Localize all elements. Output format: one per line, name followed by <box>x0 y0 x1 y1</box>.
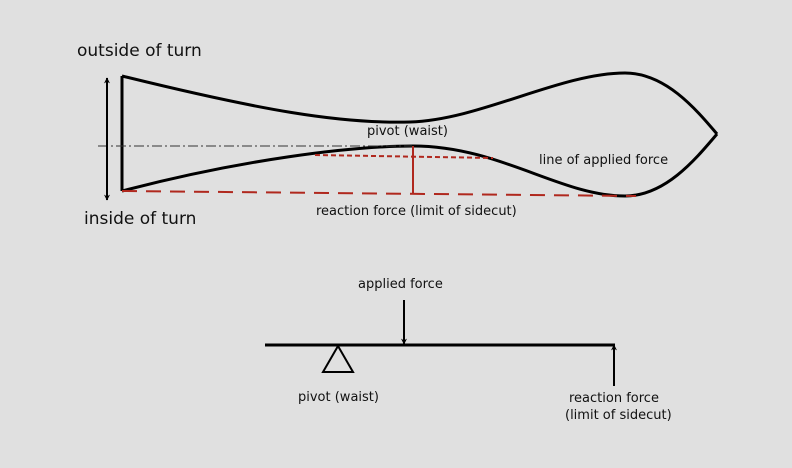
outside-of-turn-label: outside of turn <box>77 41 202 61</box>
reaction-force-line <box>121 190 637 197</box>
ski-outline <box>120 71 719 198</box>
ski-bottom-edge <box>121 133 719 198</box>
reaction-force-label: reaction force (limit of sidecut) <box>316 204 517 219</box>
lever-reaction-label-line2: (limit of sidecut) <box>565 408 672 423</box>
lever-reaction-label-line1: reaction force <box>569 391 659 406</box>
line-of-applied-force-label: line of applied force <box>539 153 669 168</box>
ski-top-edge <box>121 71 719 135</box>
applied-force-label: applied force <box>358 277 443 292</box>
pivot-triangle-icon <box>321 343 355 373</box>
applied-force-line <box>314 154 494 159</box>
lever-pivot-label: pivot (waist) <box>298 390 379 405</box>
inside-of-turn-label: inside of turn <box>84 209 197 229</box>
waist-pivot-label: pivot (waist) <box>367 124 448 139</box>
